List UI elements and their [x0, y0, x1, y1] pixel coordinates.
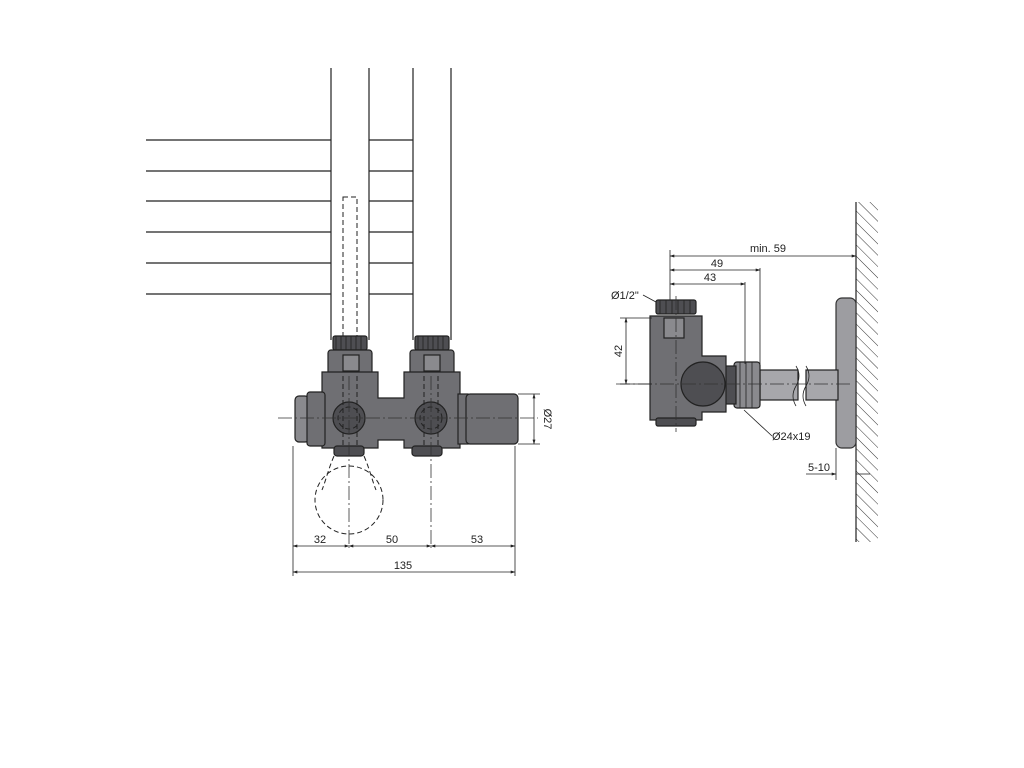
- side-valve-body: [649, 299, 727, 427]
- dim-connector: Ø24x19: [772, 431, 811, 443]
- dim-min-59: min. 59: [750, 243, 786, 255]
- wall-pipe: [759, 365, 839, 407]
- valve-body: [294, 371, 519, 457]
- front-view: 32 50 53 135 Ø27: [146, 68, 553, 576]
- dim-5-10: 5-10: [808, 462, 830, 474]
- side-view: min. 59 49 43 Ø1/2" 42 Ø24x19 5-10: [611, 202, 878, 542]
- alternate-pipe-outline: [314, 455, 384, 535]
- side-dimensions: min. 59 49 43 Ø1/2" 42 Ø24x19 5-10: [611, 243, 870, 480]
- radiator-collectors: [330, 68, 452, 340]
- dim-thread: Ø1/2": [611, 290, 639, 302]
- dim-135: 135: [394, 560, 412, 572]
- dim-diameter-27: Ø27: [541, 409, 553, 430]
- dim-53: 53: [471, 534, 483, 546]
- left-valve-head: [327, 335, 373, 377]
- dim-43: 43: [704, 272, 716, 284]
- wall-rosette: [835, 297, 857, 449]
- dim-50: 50: [386, 534, 398, 546]
- dim-32: 32: [314, 534, 326, 546]
- dim-49: 49: [711, 258, 723, 270]
- connector-nut: [723, 361, 761, 409]
- wall: [855, 202, 878, 542]
- front-dimensions: 32 50 53 135 Ø27: [292, 393, 553, 576]
- radiator-tubes: [146, 139, 413, 295]
- dim-42: 42: [613, 345, 625, 357]
- right-valve-head: [409, 335, 455, 377]
